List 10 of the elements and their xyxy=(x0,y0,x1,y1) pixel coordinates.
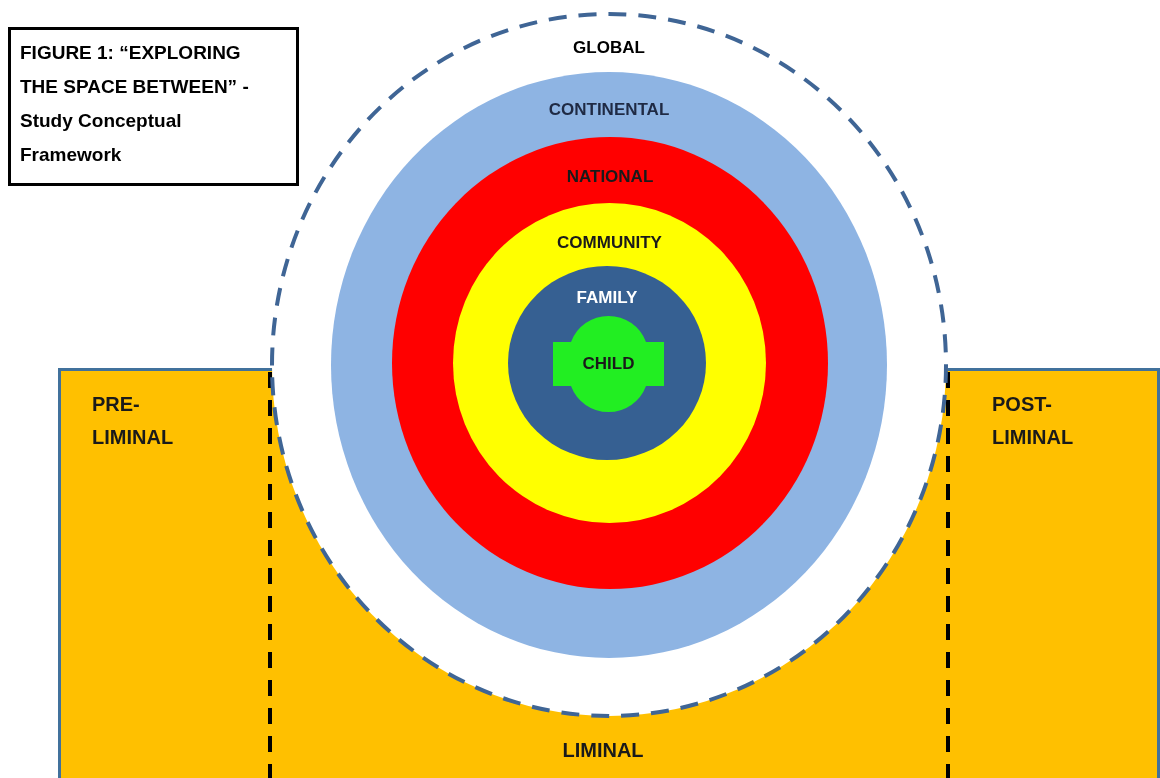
region-label: POST-LIMINAL xyxy=(992,392,1072,450)
ring-label: CHILD xyxy=(581,354,636,374)
ring-label: NATIONAL xyxy=(565,167,655,187)
region-label: LIMINAL xyxy=(561,738,645,763)
region-label: PRE-LIMINAL xyxy=(92,392,172,450)
ring-label: FAMILY xyxy=(575,288,639,308)
figure-title: FIGURE 1: “EXPLORING THE SPACE BETWEEN” - Study Conceptual Framework xyxy=(8,27,299,186)
ring-label: CONTINENTAL xyxy=(547,100,671,120)
ring-label: GLOBAL xyxy=(572,38,646,58)
ring-label: COMMUNITY xyxy=(556,233,663,253)
